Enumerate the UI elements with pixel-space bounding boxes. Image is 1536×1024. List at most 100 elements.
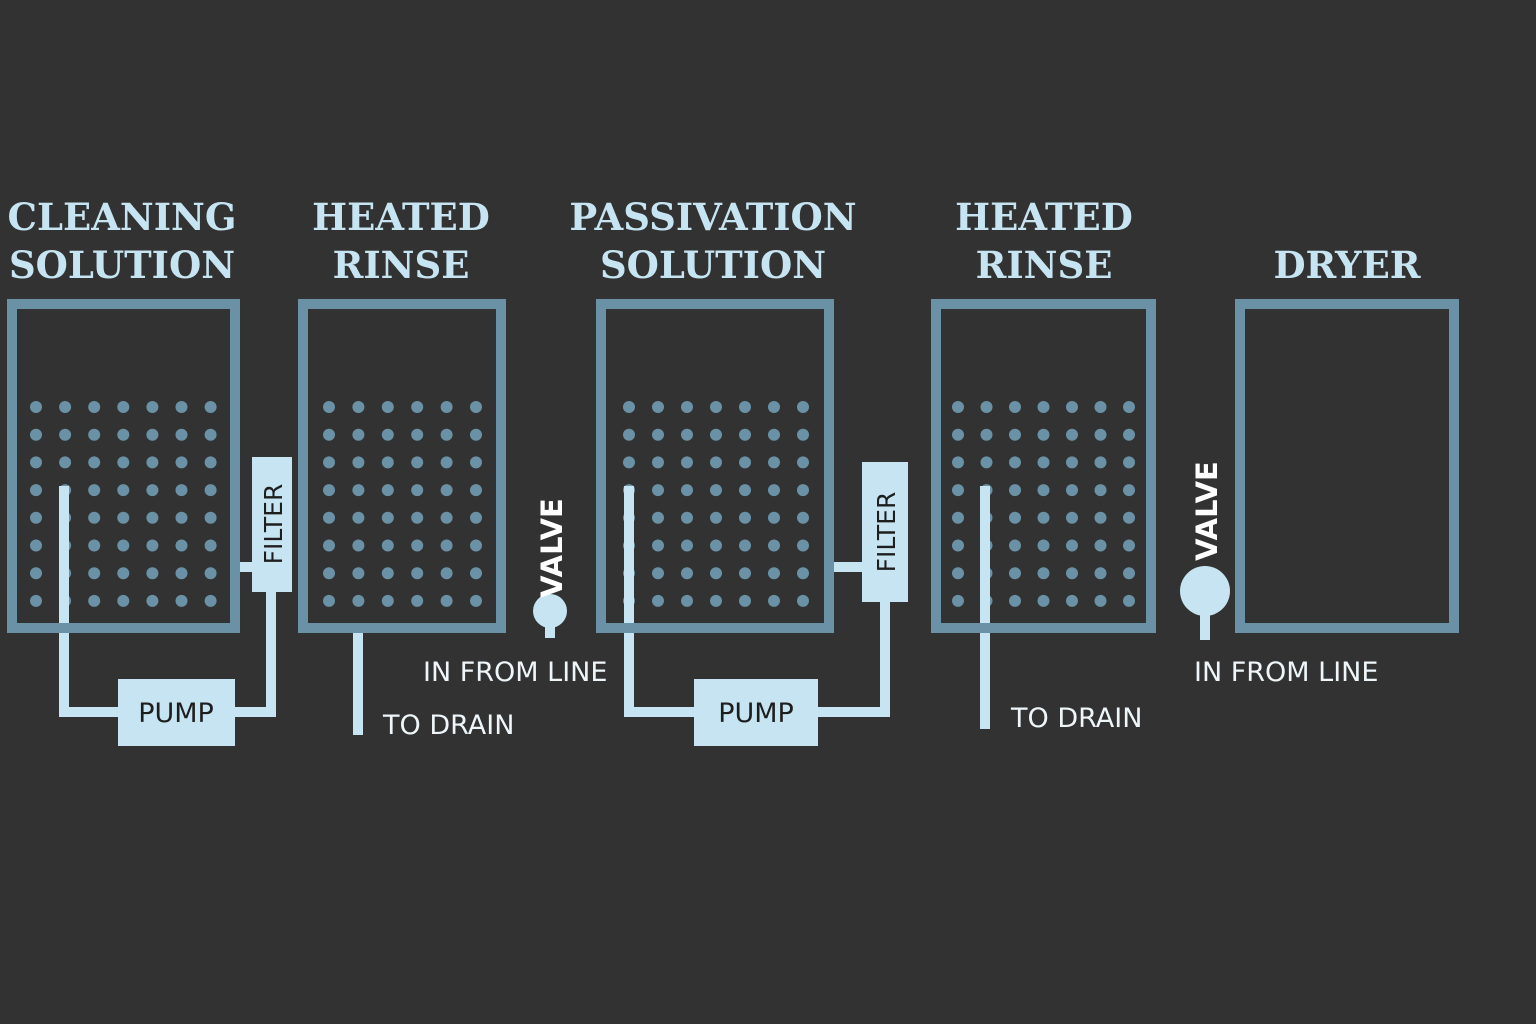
- passivation-tank-dot: [739, 539, 751, 552]
- rinse-1-tank-dot: [323, 401, 335, 413]
- rinse-2-tank-dot: [1009, 567, 1021, 580]
- passivation-tank-dot: [710, 594, 722, 607]
- stage-4-title-line2: RINSE: [976, 243, 1113, 287]
- rinse-1-tank-dot: [352, 567, 365, 580]
- cleaning-tank-dot: [204, 511, 217, 524]
- rinse-1-tank-dot: [440, 594, 453, 607]
- cleaning-tank-dot: [146, 428, 159, 441]
- rinse-1-tank-dot: [352, 511, 365, 524]
- passivation-tank-dot: [739, 428, 751, 441]
- passivation-tank-dot: [768, 484, 780, 497]
- passivation-tank-dot: [681, 401, 693, 413]
- passivation-tank-dot: [652, 428, 664, 441]
- passivation-return-pipe: [816, 600, 890, 717]
- rinse-1-tank-dot: [381, 539, 394, 552]
- rinse-1-tank-dot: [470, 567, 482, 580]
- cleaning-tank-dot: [88, 401, 101, 413]
- passivation-tank-dot: [797, 511, 809, 524]
- cleaning-tank-dot: [30, 539, 42, 552]
- rinse-1-tank-dot: [470, 511, 482, 524]
- cleaning-pump: PUMP: [118, 679, 235, 746]
- rinse-2-tank-dot: [1094, 539, 1107, 552]
- passivation-tank-dot: [710, 567, 722, 580]
- passivation-tank-dot: [797, 428, 809, 441]
- cleaning-tank-dot: [117, 456, 130, 469]
- cleaning-tank-dot: [204, 401, 217, 413]
- cleaning-tank-dot: [146, 539, 159, 552]
- rinse-1-tank-dot: [381, 428, 394, 441]
- rinse-2-tank-dot: [1123, 539, 1135, 552]
- passivation-tank-dot: [681, 484, 693, 497]
- valve-1-label: VALVE: [535, 498, 569, 598]
- cleaning-tank: [7, 299, 240, 633]
- cleaning-tank-dot: [30, 567, 42, 580]
- passivation-tank-dot: [768, 594, 780, 607]
- passivation-tank-dot: [681, 428, 693, 441]
- cleaning-tank-dot: [146, 484, 159, 497]
- rinse-1-tank-dot: [381, 484, 394, 497]
- passivation-pump: PUMP: [694, 679, 818, 746]
- passivation-tank-dot: [797, 401, 809, 413]
- rinse-1-tank-dot: [323, 484, 335, 497]
- rinse-2-tank-dot: [1094, 567, 1107, 580]
- cleaning-tank-dot: [175, 567, 188, 580]
- cleaning-tank-dot: [59, 428, 72, 441]
- passivation-tank-dot: [739, 456, 751, 469]
- rinse-1-tank-dot: [411, 594, 424, 607]
- passivation-tank-dot: [652, 567, 664, 580]
- rinse-2-tank-dot: [1123, 511, 1135, 524]
- cleaning-tank-dot: [204, 539, 217, 552]
- rinse-1-tank-dot: [470, 456, 482, 469]
- rinse-1-tank-dot: [411, 401, 424, 413]
- rinse-1-tank-dot: [323, 456, 335, 469]
- passivation-tank-dot: [652, 539, 664, 552]
- dryer-tank: [1235, 299, 1459, 633]
- passivation-tank-dot: [681, 594, 693, 607]
- rinse-2-tank-dot: [952, 456, 964, 469]
- rinse-1-tank-dot: [440, 428, 453, 441]
- rinse-2-tank-dot: [1123, 594, 1135, 607]
- rinse-1-tank-dot: [411, 539, 424, 552]
- rinse-2-tank-dot: [1094, 594, 1107, 607]
- rinse-2-tank-dot: [952, 539, 964, 552]
- valve-2: [1180, 566, 1230, 640]
- rinse-2-tank-dot: [1037, 539, 1050, 552]
- passivation-tank-dot: [768, 511, 780, 524]
- cleaning-tank-dot: [204, 456, 217, 469]
- cleaning-return-pipe: [234, 590, 276, 717]
- rinse-1-tank-dot: [381, 567, 394, 580]
- rinse-2-tank-dot: [952, 401, 964, 413]
- valve-2-label: VALVE: [1190, 461, 1224, 561]
- rinse-2-tank-dot: [1037, 456, 1050, 469]
- rinse-1-tank-dot: [411, 428, 424, 441]
- passivation-tank-dot: [623, 456, 635, 469]
- cleaning-tank-dot: [30, 511, 42, 524]
- rinse-2-tank-dot: [1123, 428, 1135, 441]
- rinse-1-tank-dot: [323, 567, 335, 580]
- cleaning-tank-dot: [117, 539, 130, 552]
- rinse-1-tank-dot: [470, 539, 482, 552]
- stage-5-title: DRYER: [1273, 243, 1420, 287]
- cleaning-suction-pipe: [59, 486, 122, 717]
- cleaning-tank-dot: [204, 428, 217, 441]
- rinse-2-tank-dot: [1037, 401, 1050, 413]
- cleaning-tank-dot: [175, 428, 188, 441]
- rinse-1-tank-dot: [440, 539, 453, 552]
- passivation-tank-dot: [739, 484, 751, 497]
- rinse-1-tank-dot: [470, 401, 482, 413]
- rinse-1-tank-dot: [352, 539, 365, 552]
- rinse-2-tank-dot: [1094, 456, 1107, 469]
- cleaning-tank-dot: [117, 401, 130, 413]
- passivation-suction-pipe: [624, 486, 696, 717]
- passivation-tank-dot: [768, 401, 780, 413]
- passivation-tank-dot: [797, 567, 809, 580]
- passivation-tank-dot: [623, 428, 635, 441]
- rinse-1-tank-dot: [411, 511, 424, 524]
- passivation-tank-dot: [710, 401, 722, 413]
- passivation-tank-dot: [739, 594, 751, 607]
- cleaning-tank-dot: [175, 594, 188, 607]
- cleaning-tank-dot: [175, 456, 188, 469]
- rinse-1-tank-dot: [352, 456, 365, 469]
- rinse-2-tank-dot: [1066, 456, 1078, 469]
- cleaning-tank-dot: [117, 511, 130, 524]
